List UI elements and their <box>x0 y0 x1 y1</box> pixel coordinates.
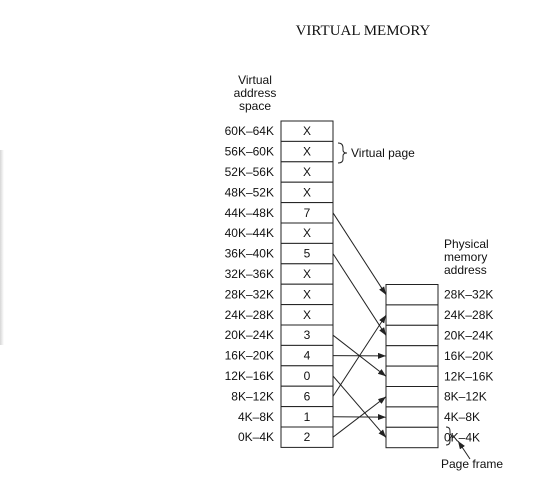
physical-address-range: 20K–24K <box>444 329 493 343</box>
virtual-address-range: 52K–56K <box>225 165 274 179</box>
virtual-page-value: 6 <box>304 389 311 403</box>
virtual-page-value: 2 <box>304 430 311 444</box>
virtual-header-line: Virtual <box>238 73 272 87</box>
virtual-page-label: Virtual page <box>351 146 415 160</box>
physical-memory-table: 28K–32K 24K–28K 20K–24K 16K–20K 12K–16K 8K–12… <box>385 284 493 449</box>
virtual-address-range: 56K–60K <box>225 145 274 159</box>
virtual-page-value: X <box>303 226 311 240</box>
physical-address-range: 24K–28K <box>444 308 493 322</box>
page-frame-brace <box>445 426 455 446</box>
virtual-address-range: 4K–8K <box>238 410 274 424</box>
virtual-page-value: X <box>303 145 311 159</box>
page-mapping-arrows <box>332 212 387 438</box>
page-frame-cell <box>385 284 439 306</box>
virtual-address-range: 32K–36K <box>225 267 274 281</box>
page-frame-pointer <box>457 440 471 460</box>
page-mapping-arrow <box>332 396 387 438</box>
virtual-address-range: 12K–16K <box>225 369 274 383</box>
page-mapping-arrow <box>332 375 387 438</box>
page-frame-cell <box>385 406 439 428</box>
physical-address-range: 4K–8K <box>444 410 480 424</box>
diagram-title: VIRTUAL MEMORY <box>296 23 431 39</box>
virtual-address-range: 24K–28K <box>225 308 274 322</box>
virtual-address-range: 8K–12K <box>231 389 274 403</box>
virtual-page-value: 0 <box>304 369 311 383</box>
virtual-page-value: X <box>303 308 311 322</box>
page-mapping-arrow <box>332 314 387 397</box>
physical-address-range: 12K–16K <box>444 369 493 383</box>
virtual-address-range: 44K–48K <box>225 206 274 220</box>
page-mapping-arrow <box>332 253 387 336</box>
virtual-page-brace <box>337 142 348 164</box>
page-frame-cell <box>385 345 439 367</box>
virtual-address-range: 60K–64K <box>225 124 274 138</box>
virtual-page-value: X <box>303 185 311 199</box>
left-edge-shadow <box>0 150 4 345</box>
virtual-address-range: 28K–32K <box>225 287 274 301</box>
physical-address-range: 0K–4K <box>444 431 480 445</box>
physical-address-range: 16K–20K <box>444 349 493 363</box>
page-frame-cell <box>385 365 439 388</box>
virtual-address-table: X 60K–64K X 56K–60K X 52K–56K X 48K–52K 7 44K–48K… <box>225 120 334 448</box>
virtual-address-range: 40K–44K <box>225 226 274 240</box>
page-frame-label: Page frame <box>441 457 503 471</box>
page-mapping-arrow <box>332 212 387 295</box>
virtual-address-range: 48K–52K <box>225 185 274 199</box>
virtual-page-value: X <box>303 287 311 301</box>
physical-address-range: 28K–32K <box>444 288 493 302</box>
page-frame-cell <box>385 304 439 326</box>
physical-header-line: Physical <box>444 237 489 251</box>
virtual-address-range: 16K–20K <box>225 349 274 363</box>
virtual-address-range: 0K–4K <box>238 430 274 444</box>
virtual-page-value: X <box>303 165 311 179</box>
virtual-header-line: address <box>234 86 277 100</box>
physical-header-line: memory <box>444 250 487 264</box>
virtual-address-range: 36K–40K <box>225 247 274 261</box>
virtual-page-value: 7 <box>304 206 311 220</box>
physical-address-range: 8K–12K <box>444 390 487 404</box>
virtual-page-value: 1 <box>304 410 311 424</box>
virtual-header-line: space <box>239 99 271 113</box>
virtual-page-value: X <box>303 267 311 281</box>
page-frame-cell <box>385 324 439 347</box>
virtual-address-range: 20K–24K <box>225 328 274 342</box>
virtual-page-value: X <box>303 124 311 138</box>
page-frame-cell <box>385 426 439 449</box>
physical-header-line: address <box>444 263 487 277</box>
virtual-page-value: 3 <box>304 328 311 342</box>
virtual-page-value: 5 <box>304 247 311 261</box>
page-frame-cell <box>385 386 439 408</box>
virtual-page-value: 4 <box>304 349 311 363</box>
